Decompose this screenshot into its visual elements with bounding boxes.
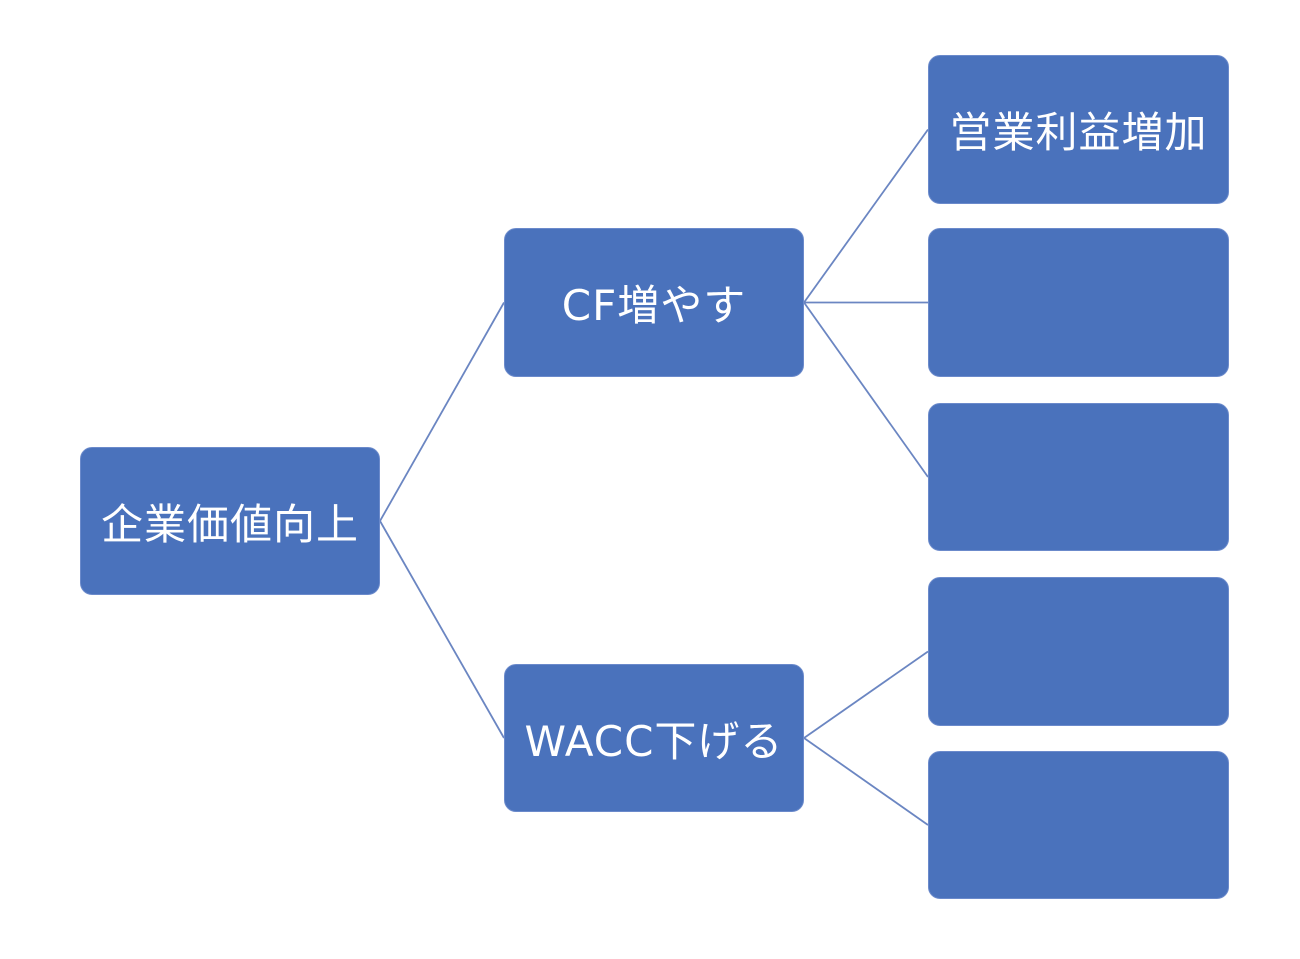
leaf-node-empty[interactable]	[928, 403, 1229, 551]
branch-node-lower-wacc[interactable]: WACC下げる	[504, 664, 804, 812]
connector-root-to-branch-1	[379, 520, 505, 739]
leaf-node-empty[interactable]	[928, 228, 1229, 377]
leaf-node-empty[interactable]	[928, 751, 1229, 899]
connector-root-to-branch-0	[379, 302, 505, 522]
root-node-label: 企業価値向上	[100, 499, 359, 549]
leaf-node-operating-profit[interactable]: 営業利益増加	[928, 55, 1229, 204]
leaf-node-empty[interactable]	[928, 577, 1229, 726]
branch-node-increase-cf[interactable]: CF増やす	[504, 228, 804, 377]
connector-branch-0-to-leaf-2	[803, 301, 929, 478]
branch-node-label: CF増やす	[561, 281, 747, 330]
connector-branch-1-to-leaf-0	[803, 650, 929, 739]
root-node-enterprise-value[interactable]: 企業価値向上	[80, 447, 380, 595]
leaf-node-label: 営業利益増加	[949, 108, 1208, 157]
connector-branch-0-to-leaf-0	[803, 128, 929, 304]
connector-branch-1-to-leaf-1	[803, 737, 929, 826]
branch-node-label: WACC下げる	[524, 716, 784, 766]
